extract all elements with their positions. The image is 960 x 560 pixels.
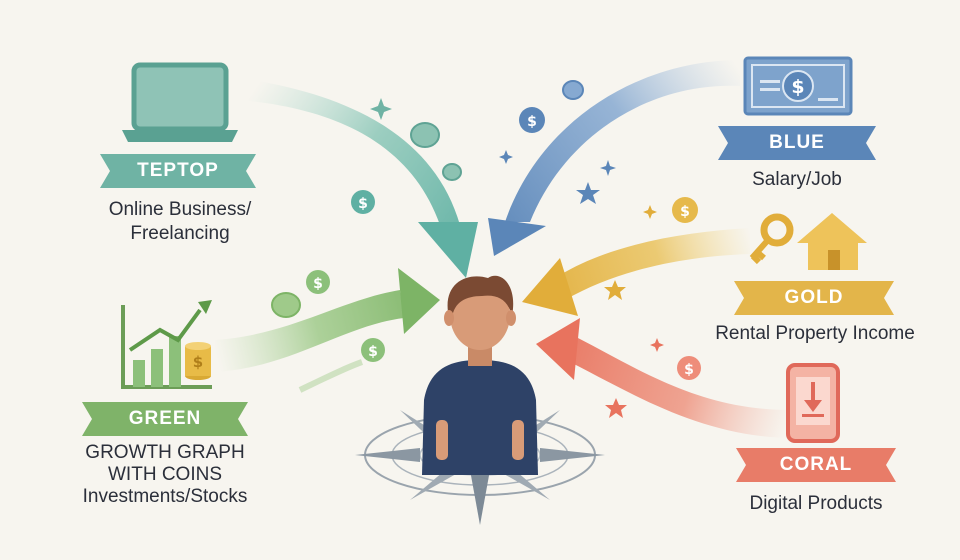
svg-text:$: $ (684, 362, 694, 378)
banknote-icon: $ (743, 56, 853, 116)
dollar-coin-icon: $ (361, 338, 385, 362)
dollar-coin-icon: $ (351, 190, 375, 214)
caption-teptop: Online Business/ Freelancing (80, 198, 280, 246)
arrow-coral (536, 318, 790, 438)
ribbon-shape (718, 126, 876, 160)
banner-green: GREEN (82, 402, 248, 436)
star-icons (370, 98, 664, 418)
arrow-teptop (240, 78, 478, 278)
banner-label: GREEN (128, 408, 202, 429)
tablet-download-icon (786, 363, 840, 443)
coin-icon (410, 122, 440, 148)
svg-text:$: $ (680, 204, 690, 220)
ribbon-shape (100, 154, 256, 188)
svg-text:$: $ (358, 196, 368, 212)
ribbon-shape (736, 448, 896, 482)
caption-line: WITH COINS (108, 464, 222, 485)
arrow-gold (522, 228, 750, 316)
svg-text:$: $ (313, 276, 323, 292)
caption-line: Investments/Stocks (82, 486, 248, 507)
caption-line: Online Business/ (108, 199, 252, 220)
svg-text:$: $ (193, 353, 203, 371)
caption-line: Rental Property Income (715, 323, 915, 344)
ribbon-shape (82, 402, 248, 436)
person-figure (422, 275, 538, 475)
ribbon-shape (734, 281, 894, 315)
svg-text:$: $ (368, 344, 378, 360)
caption-blue: Salary/Job (718, 168, 876, 192)
svg-text:$: $ (527, 114, 537, 130)
dollar-coin-icon: $ (672, 197, 698, 223)
laptop-icon (122, 62, 238, 142)
caption-line: Freelancing (130, 223, 230, 244)
banner-blue: BLUE (718, 126, 876, 160)
coin-icons: $ $ $ $ $ $ (271, 80, 701, 380)
caption-line: GROWTH GRAPH (85, 442, 245, 463)
caption-line: Digital Products (749, 493, 883, 514)
dollar-coin-icon: $ (519, 107, 545, 133)
dollar-coin-icon: $ (306, 270, 330, 294)
coin-icon (442, 163, 462, 181)
banner-gold: GOLD (734, 281, 894, 315)
dollar-coin-icon: $ (677, 356, 701, 380)
banner-coral: CORAL (736, 448, 896, 482)
arrow-blue (488, 60, 740, 256)
caption-gold: Rental Property Income (690, 322, 940, 346)
banner-teptop: TEPTOP (100, 154, 256, 188)
growth-graph-icon: $ (121, 300, 212, 389)
coin-icon (271, 292, 301, 318)
key-house-icon (749, 213, 867, 270)
svg-text:$: $ (791, 76, 804, 98)
banner-label: BLUE (769, 132, 825, 153)
banner-label: CORAL (779, 454, 853, 475)
coin-icon (562, 80, 584, 100)
banner-label: TEPTOP (137, 160, 219, 181)
caption-line: Salary/Job (752, 169, 842, 190)
caption-coral: Digital Products (716, 492, 916, 516)
caption-green: GROWTH GRAPH WITH COINS Investments/Stoc… (60, 442, 270, 508)
banner-label: GOLD (784, 287, 844, 308)
arrow-green (215, 268, 440, 393)
